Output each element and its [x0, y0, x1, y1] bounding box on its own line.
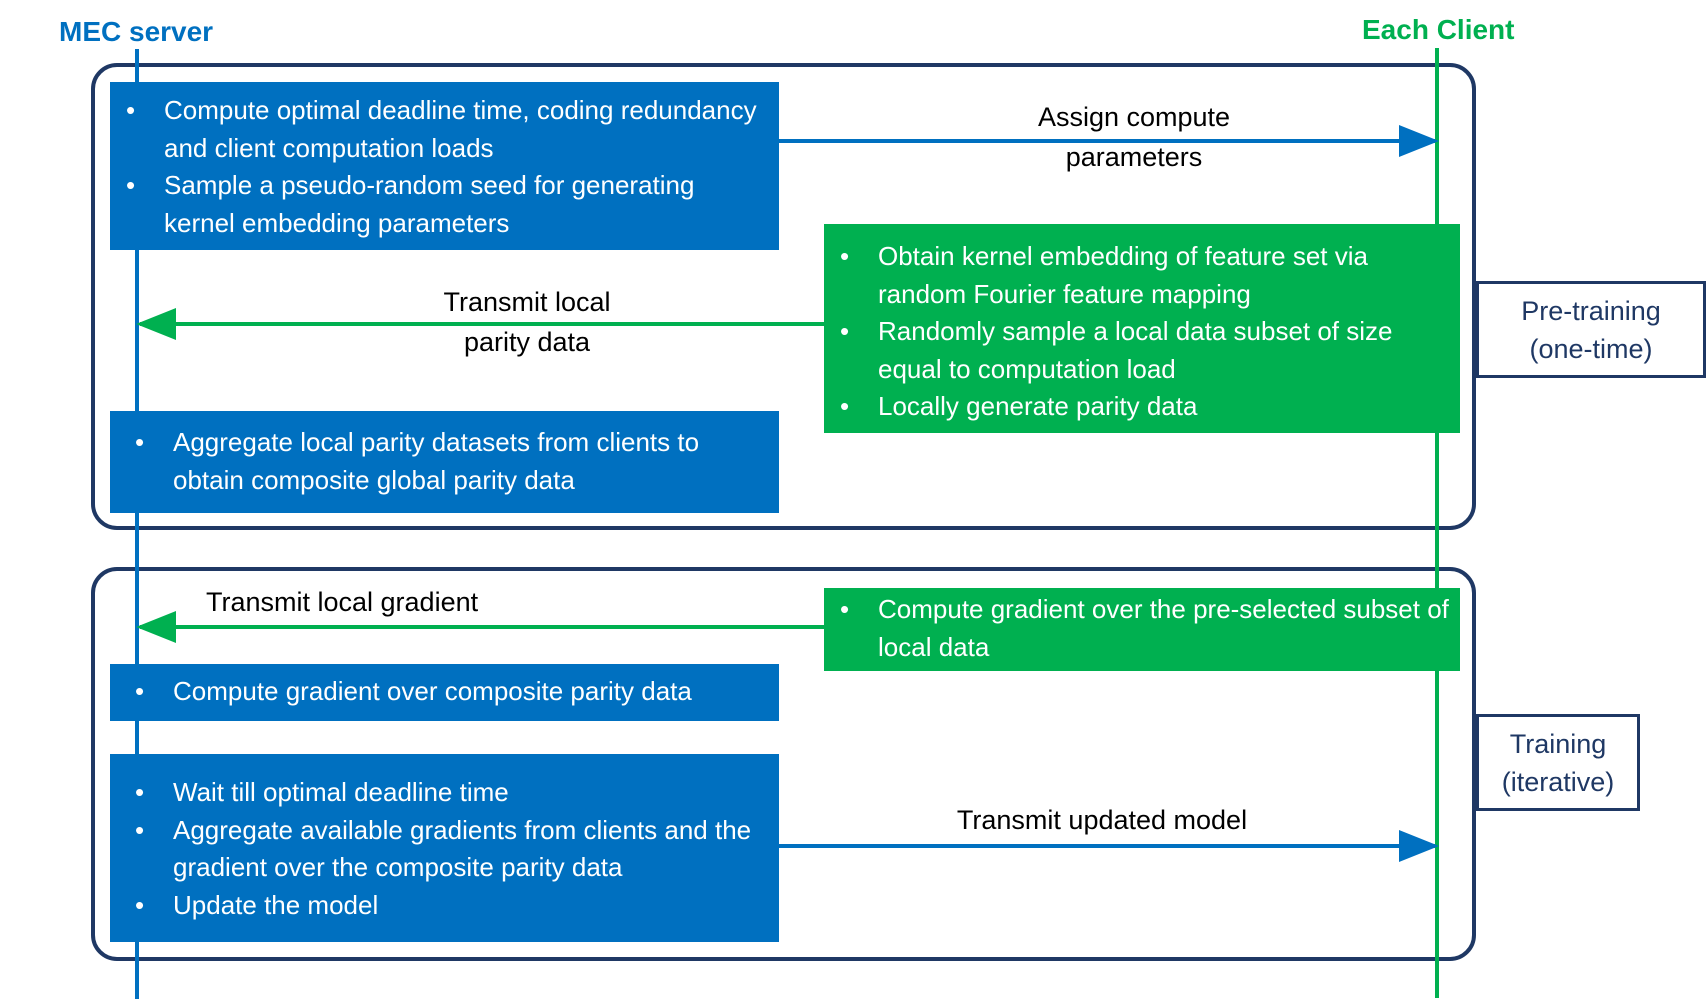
server-lifeline — [135, 49, 139, 999]
bullet: Locally generate parity data — [840, 388, 1450, 426]
server-aggregate-update-box: Wait till optimal deadline timeAggregate… — [110, 754, 779, 942]
bullet: Randomly sample a local data subset of s… — [840, 313, 1450, 388]
server-aggregate-parity-box: Aggregate local parity datasets from cli… — [110, 411, 779, 513]
training-phase-label: Training(iterative) — [1476, 714, 1640, 811]
model-label: Transmit updated model — [956, 805, 1248, 835]
bullet: Aggregate local parity datasets from cli… — [135, 424, 769, 499]
each-client-label: Each Client — [1362, 14, 1515, 45]
client-lifeline — [1435, 48, 1439, 998]
bullet: Compute optimal deadline time, coding re… — [126, 92, 769, 167]
gradient-label: Transmit local gradient — [206, 587, 479, 617]
client-gradient-box: Compute gradient over the pre-selected s… — [824, 588, 1460, 671]
bullet: Compute gradient over composite parity d… — [135, 673, 769, 711]
bullet: Compute gradient over the pre-selected s… — [840, 591, 1450, 666]
bullet: Obtain kernel embedding of feature set v… — [840, 238, 1450, 313]
client-parity-box: Obtain kernel embedding of feature set v… — [824, 224, 1460, 433]
bullet: Update the model — [135, 887, 769, 925]
server-compute-params-box: Compute optimal deadline time, coding re… — [110, 82, 779, 250]
bullet: Aggregate available gradients from clien… — [135, 812, 769, 887]
bullet: Wait till optimal deadline time — [135, 774, 769, 812]
pretraining-frame — [91, 63, 1476, 530]
mec-server-label: MEC server — [59, 16, 214, 47]
pretraining-phase-label: Pre-training(one-time) — [1476, 281, 1706, 378]
bullet: Sample a pseudo-random seed for generati… — [126, 167, 769, 242]
training-frame — [91, 567, 1476, 961]
server-parity-gradient-box: Compute gradient over composite parity d… — [110, 664, 779, 721]
